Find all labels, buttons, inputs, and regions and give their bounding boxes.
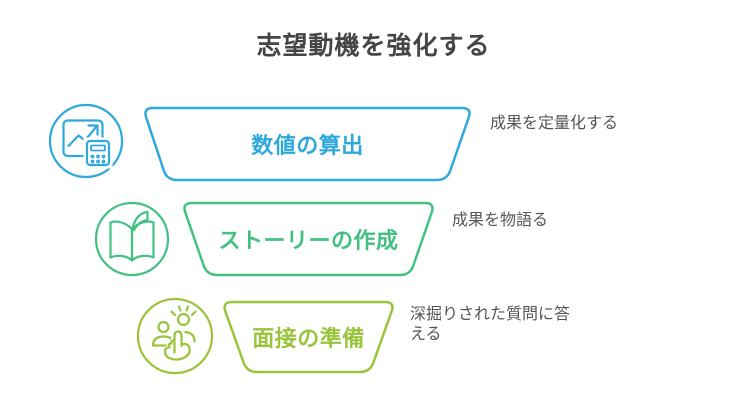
- stage-1-label: 数値の算出: [251, 133, 364, 158]
- stage-3-label: 面接の準備: [252, 326, 365, 351]
- stage-2-annotation: 成果を物語る: [452, 212, 549, 229]
- stage-2-label: ストーリーの作成: [218, 228, 399, 253]
- funnel-stage-1-shape: [144, 106, 471, 182]
- funnel-stage-3-shape: [223, 300, 394, 374]
- icon-circle: [94, 201, 170, 277]
- stage-3-annotation: 深掘りされた質問に答える: [410, 306, 571, 343]
- stage-1-annotation: 成果を定量化する: [490, 115, 619, 132]
- open-book-icon: [94, 201, 170, 277]
- chart-calculator-icon: [48, 103, 124, 179]
- funnel-stage-2-shape: [183, 201, 434, 277]
- interview-gesture-icon: [136, 297, 214, 375]
- icon-circle: [48, 103, 124, 179]
- icon-circle: [136, 297, 214, 375]
- diagram-title: 志望動機を強化する: [256, 32, 491, 60]
